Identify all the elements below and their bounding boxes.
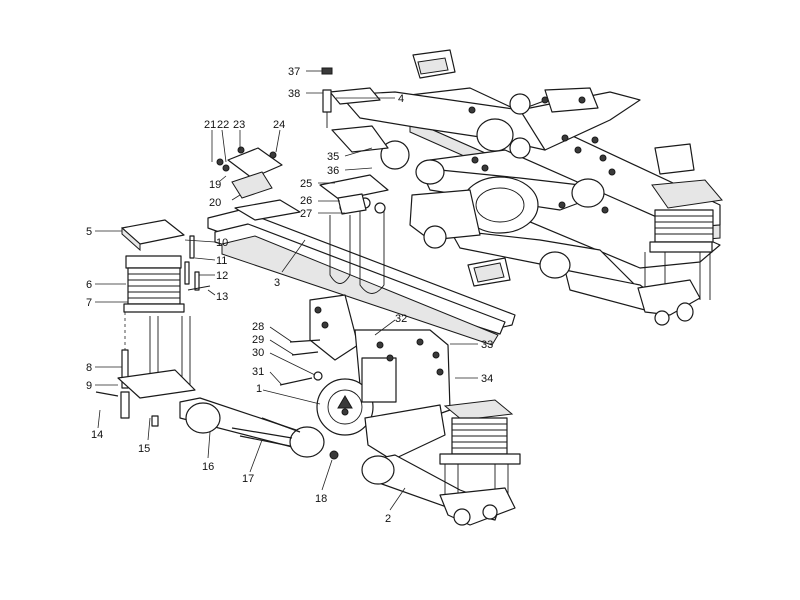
callout-23: 23 <box>233 119 245 131</box>
callout-19: 19 <box>209 179 221 191</box>
callout-9: 9 <box>86 380 92 392</box>
callout-21: 21 <box>204 119 216 131</box>
callout-12: 12 <box>216 270 228 282</box>
callout-34: 34 <box>481 373 493 385</box>
callout-30: 30 <box>252 347 264 359</box>
callout-18: 18 <box>315 493 327 505</box>
callout-3: 3 <box>274 277 280 289</box>
callout-31: 31 <box>252 366 264 378</box>
callout-5: 5 <box>86 226 92 238</box>
callout-2: 2 <box>385 513 391 525</box>
callout-22: 22 <box>217 119 229 131</box>
callout-8: 8 <box>86 362 92 374</box>
mount-pad-group <box>216 67 389 215</box>
left-spring-stack <box>117 219 211 427</box>
callout-1: 1 <box>256 383 262 395</box>
callout-14: 14 <box>91 429 103 441</box>
callout-25: 25 <box>300 178 312 190</box>
callout-37: 37 <box>288 66 300 78</box>
callout-11: 11 <box>216 255 227 267</box>
callout-38: 38 <box>288 88 300 100</box>
callout-32: 32 <box>395 313 407 325</box>
callout-26: 26 <box>300 195 312 207</box>
callout-15: 15 <box>138 443 150 455</box>
callout-7: 7 <box>86 297 92 309</box>
callout-13: 13 <box>216 291 228 303</box>
callout-28: 28 <box>252 321 264 333</box>
callout-17: 17 <box>242 473 254 485</box>
callout-29: 29 <box>252 334 264 346</box>
callout-36: 36 <box>327 165 339 177</box>
callout-33: 33 <box>481 339 493 351</box>
callout-6: 6 <box>86 279 92 291</box>
rear-subframe <box>339 49 723 326</box>
callout-10: 10 <box>216 237 228 249</box>
front-right-spring-assembly <box>439 399 521 526</box>
callout-4: 4 <box>398 93 404 105</box>
wheel-hub-knuckle <box>279 294 451 461</box>
callout-labels: 1 2 3 4 5 6 7 8 9 10 11 12 13 14 15 16 1… <box>86 66 493 525</box>
callout-16: 16 <box>202 461 214 473</box>
callout-24: 24 <box>273 119 285 131</box>
callout-20: 20 <box>209 197 221 209</box>
callout-27: 27 <box>300 208 312 220</box>
callout-35: 35 <box>327 151 339 163</box>
